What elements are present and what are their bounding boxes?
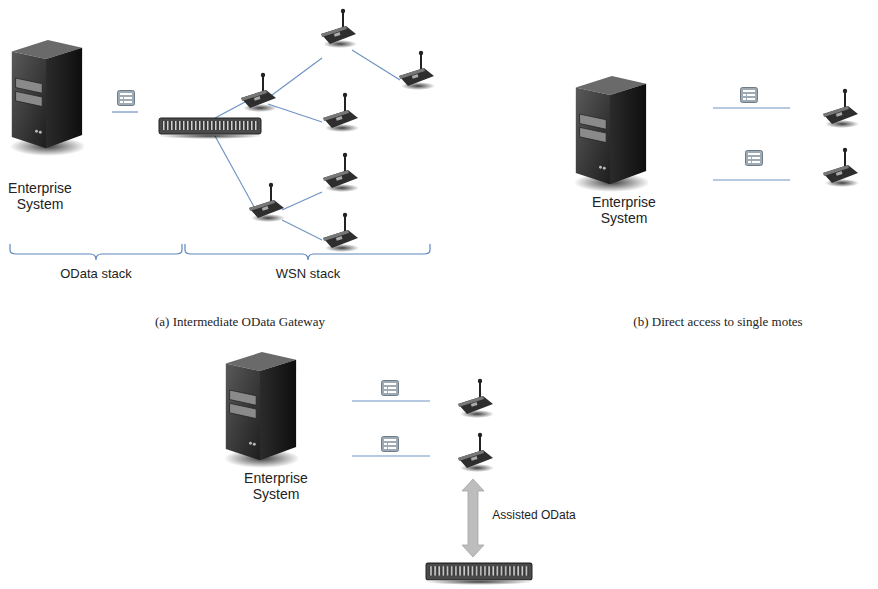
double-arrow [462,479,484,557]
link-line [268,58,322,98]
message-icon [382,381,399,396]
mote-icon [323,153,359,192]
subfigure-caption: (b) Direct access to single motes [633,314,802,330]
link-line [713,107,790,108]
diagram-label: Assisted OData [492,508,575,522]
diagram-label: WSN stack [276,266,340,281]
node-label: Enterprise System [3,180,77,212]
message-icon [746,151,763,166]
gateway-device [158,118,262,139]
node-label: Enterprise System [239,470,313,502]
diagram-label: OData stack [60,266,132,281]
link-line [268,104,322,122]
server-icon [574,76,650,192]
link-line [215,102,245,118]
link-line [352,400,430,401]
link-line [713,179,790,180]
mote-icon [323,213,359,252]
message-icon [118,91,135,106]
panel-c [352,401,430,456]
mote-icon [823,148,859,187]
server-node: Enterprise System [3,180,77,212]
mote-icon [241,73,277,112]
mote-icon [399,51,435,90]
gateway-device [425,563,533,585]
link-line [282,220,322,240]
node-label: Enterprise System [587,194,661,226]
link-line [352,455,430,456]
server-node: Enterprise System [239,470,313,502]
mote-icon [458,379,494,418]
panel-a [112,50,400,240]
link-line [282,192,322,210]
mote-icon [458,433,494,472]
subfigure-caption: (a) Intermediate OData Gateway [155,314,325,330]
server-node: Enterprise System [587,194,661,226]
link-line [352,50,400,80]
stack-brackets [10,244,430,260]
server-icon [224,352,300,468]
server-icon [10,40,86,156]
mote-icon [249,183,285,222]
message-icon [382,437,399,452]
mote-icon [823,89,859,128]
message-icon [741,88,758,103]
mote-icon [323,93,359,132]
link-line [215,136,258,214]
link-line [112,111,138,112]
panel-b [713,108,790,180]
mote-icon [321,9,357,48]
